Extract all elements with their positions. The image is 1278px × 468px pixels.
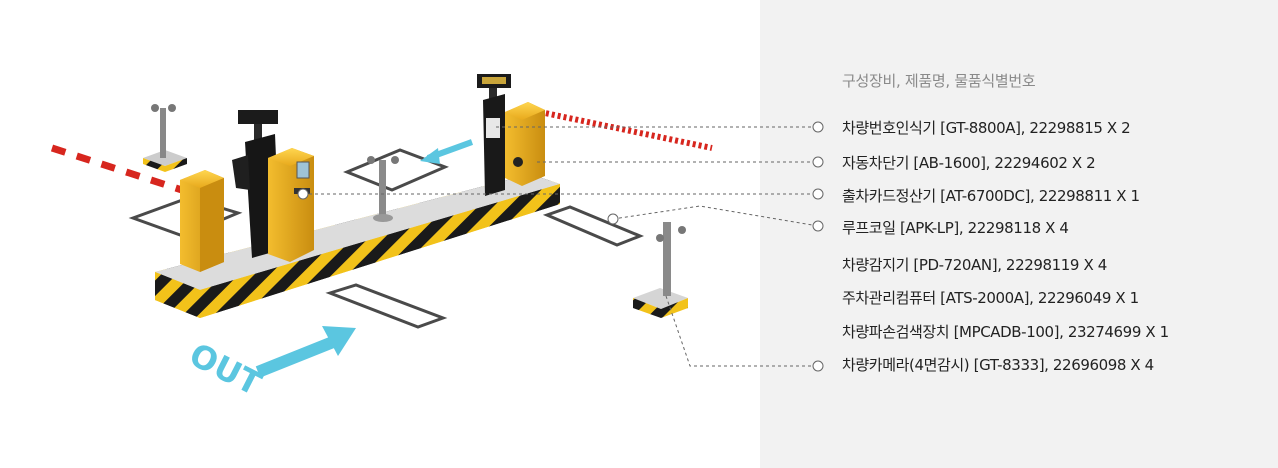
exit-arrow-icon (255, 326, 356, 378)
vehicle-detector-icon (143, 104, 187, 172)
vehicle-detector-icon (633, 222, 688, 318)
barrier-gate-icon (505, 102, 545, 186)
payment-kiosk-icon (268, 148, 314, 262)
legend-panel (760, 0, 1278, 468)
direction-arrow-head-icon (420, 148, 440, 164)
plate-recognizer-icon (477, 74, 511, 196)
loop-coil-icon (325, 283, 448, 329)
legend-item-plate-recognizer: 차량번호인식기 [GT-8800A], 22298815 X 2 (842, 119, 1131, 137)
vehicle-detector-icon (367, 156, 399, 222)
barrier-arm-icon (539, 109, 713, 151)
legend-item-barrier-gate: 자동차단기 [AB-1600], 22294602 X 2 (842, 154, 1096, 172)
legend-title: 구성장비, 제품명, 물품식별번호 (842, 72, 1036, 90)
legend-item-damage-detector: 차량파손검색장치 [MPCADB-100], 23274699 X 1 (842, 323, 1169, 341)
loop-coil-icon (128, 196, 243, 238)
legend-item-vehicle-camera: 차량카메라(4면감시) [GT-8333], 22696098 X 4 (842, 356, 1154, 374)
loop-coil-icon (343, 148, 449, 192)
legend-item-loop-coil: 루프코일 [APK-LP], 22298118 X 4 (842, 219, 1069, 237)
barrier-gate-icon (180, 170, 224, 272)
loop-coil-icon (542, 205, 645, 247)
legend-item-parking-computer: 주차관리컴퓨터 [ATS-2000A], 22296049 X 1 (842, 289, 1139, 307)
legend-item-exit-payment-kiosk: 출차카드정산기 [AT-6700DC], 22298811 X 1 (842, 187, 1140, 205)
barrier-arm-icon (50, 144, 187, 195)
safety-island-icon (155, 174, 560, 318)
leader-dots (297, 121, 824, 372)
out-label: OUT (183, 335, 267, 403)
leader-lines (303, 126, 819, 367)
legend-item-vehicle-detector: 차량감지기 [PD-720AN], 22298119 X 4 (842, 256, 1107, 274)
